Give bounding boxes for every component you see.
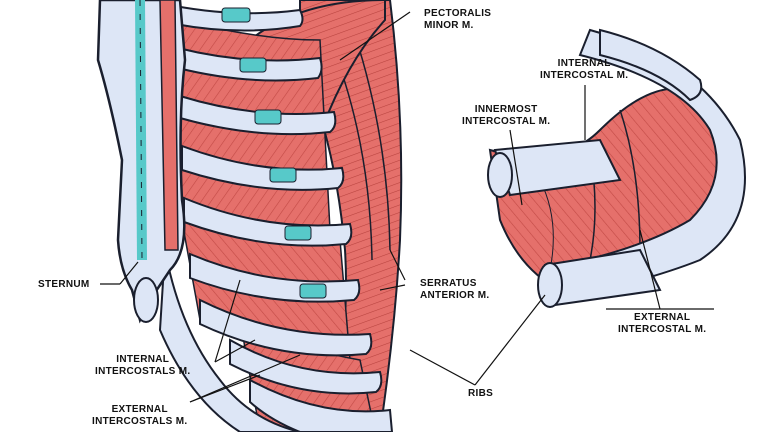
label-external-intercostal-detail: EXTERNAL INTERCOSTAL M. [618, 312, 706, 336]
label-innermost-intercostal: INNERMOST INTERCOSTAL M. [462, 104, 550, 128]
intercostal-detail [487, 28, 746, 308]
label-internal-intercostal-detail: INTERNAL INTERCOSTAL M. [540, 58, 628, 82]
leader-lines [100, 11, 714, 403]
label-line: INTERNAL [116, 354, 170, 365]
label-serratus-anterior: SERRATUS ANTERIOR M. [420, 278, 489, 302]
label-line: PECTORALIS [424, 8, 492, 19]
label-ribs: RIBS [468, 388, 493, 400]
label-sternum: STERNUM [38, 279, 90, 291]
label-line: EXTERNAL [633, 312, 691, 323]
label-line: INTERCOSTALS M. [92, 416, 188, 427]
label-line: INTERCOSTAL M. [462, 116, 551, 127]
sternum-bone [96, 0, 187, 324]
label-line: INTERCOSTAL M. [618, 324, 707, 335]
label-line: SERRATUS [420, 278, 477, 289]
label-external-intercostals: EXTERNAL INTERCOSTALS M. [92, 404, 187, 428]
costal-margin [158, 249, 301, 433]
label-line: STERNUM [38, 279, 90, 290]
label-line: INTERCOSTALS M. [95, 366, 191, 377]
label-line: INTERCOSTAL M. [540, 70, 629, 81]
label-line: INNERMOST [474, 104, 538, 115]
costal-cartilage [221, 7, 327, 299]
label-internal-intercostals: INTERNAL INTERCOSTALS M. [95, 354, 190, 378]
label-line: INTERNAL [557, 58, 611, 69]
ribs-front [174, 4, 394, 433]
label-pectoralis-minor: PECTORALIS MINOR M. [424, 8, 491, 32]
label-line: RIBS [468, 388, 494, 399]
label-line: EXTERNAL [111, 404, 168, 415]
label-line: ANTERIOR M. [420, 290, 490, 301]
label-line: MINOR M. [424, 20, 474, 31]
